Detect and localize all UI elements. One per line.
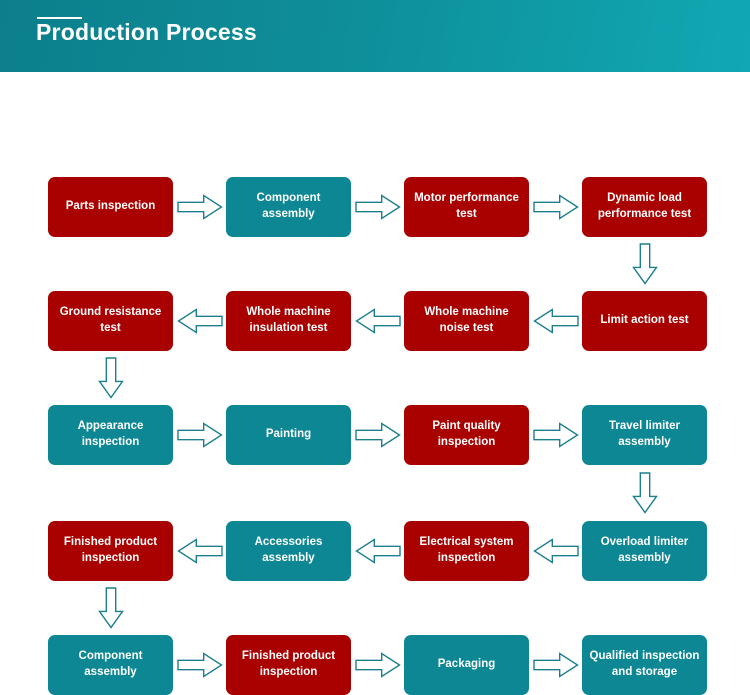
flow-node: Limit action test bbox=[582, 291, 707, 351]
arrow-right-icon bbox=[176, 422, 223, 448]
arrow-right-icon bbox=[532, 422, 579, 448]
flow-node-label: Whole machine noise test bbox=[424, 306, 509, 334]
flow-node: Ground resistance test bbox=[48, 291, 173, 351]
flow-node: Motor performance test bbox=[404, 177, 529, 237]
arrow-left-icon bbox=[532, 538, 579, 564]
flow-node: Electrical system inspection bbox=[404, 521, 529, 581]
flow-node: Packaging bbox=[404, 635, 529, 695]
flow-node-label: Travel limiter assembly bbox=[609, 420, 680, 448]
arrow-right-icon bbox=[532, 194, 579, 220]
arrow-down-icon bbox=[631, 472, 658, 514]
arrow-right-icon bbox=[176, 194, 223, 220]
flow-node: Overload limiter assembly bbox=[582, 521, 707, 581]
flow-node-label: Finished product inspection bbox=[63, 536, 158, 564]
flow-node: Dynamic load performance test bbox=[582, 177, 707, 237]
arrow-left-icon bbox=[354, 308, 401, 334]
flow-node-label: Overload limiter assembly bbox=[600, 536, 689, 564]
flow-node: Component assembly bbox=[226, 177, 351, 237]
flow-node: Whole machine insulation test bbox=[226, 291, 351, 351]
arrow-right-icon bbox=[532, 652, 579, 678]
flow-node-label: Qualified inspection and storage bbox=[589, 650, 700, 678]
page-title: Production Process bbox=[36, 19, 257, 45]
flow-node-label: Painting bbox=[265, 428, 312, 441]
flow-node-label: Packaging bbox=[437, 658, 496, 671]
arrow-down-icon bbox=[631, 243, 658, 285]
flow-node-label: Component assembly bbox=[78, 650, 143, 678]
header-accent-rule bbox=[37, 17, 82, 19]
flow-node: Accessories assembly bbox=[226, 521, 351, 581]
arrow-right-icon bbox=[354, 194, 401, 220]
arrow-right-icon bbox=[354, 422, 401, 448]
flow-node: Finished product inspection bbox=[226, 635, 351, 695]
flow-node-label: Motor performance test bbox=[414, 192, 519, 220]
page-header: Production Process bbox=[0, 0, 750, 72]
arrow-right-icon bbox=[176, 652, 223, 678]
flow-node-label: Finished product inspection bbox=[241, 650, 336, 678]
flow-node-label: Appearance inspection bbox=[77, 420, 144, 448]
flow-node-label: Electrical system inspection bbox=[419, 536, 514, 564]
arrow-left-icon bbox=[354, 538, 401, 564]
flow-node-label: Paint quality inspection bbox=[432, 420, 501, 448]
arrow-right-icon bbox=[354, 652, 401, 678]
flow-node-label: Component assembly bbox=[256, 192, 321, 220]
flow-node: Travel limiter assembly bbox=[582, 405, 707, 465]
flow-node: Appearance inspection bbox=[48, 405, 173, 465]
flow-node: Paint quality inspection bbox=[404, 405, 529, 465]
flow-node-label: Whole machine insulation test bbox=[246, 306, 331, 334]
flow-node: Finished product inspection bbox=[48, 521, 173, 581]
flow-node-label: Parts inspection bbox=[65, 200, 156, 213]
flow-node: Parts inspection bbox=[48, 177, 173, 237]
flow-node-label: Limit action test bbox=[600, 314, 689, 327]
arrow-left-icon bbox=[532, 308, 579, 334]
flow-node: Painting bbox=[226, 405, 351, 465]
flow-node: Component assembly bbox=[48, 635, 173, 695]
arrow-left-icon bbox=[176, 538, 223, 564]
arrow-down-icon bbox=[97, 357, 124, 399]
arrow-left-icon bbox=[176, 308, 223, 334]
flow-node-label: Accessories assembly bbox=[254, 536, 323, 564]
flow-node: Qualified inspection and storage bbox=[582, 635, 707, 695]
flow-node-label: Dynamic load performance test bbox=[597, 192, 692, 220]
flow-node-label: Ground resistance test bbox=[59, 306, 162, 334]
arrow-down-icon bbox=[97, 587, 124, 629]
flow-node: Whole machine noise test bbox=[404, 291, 529, 351]
